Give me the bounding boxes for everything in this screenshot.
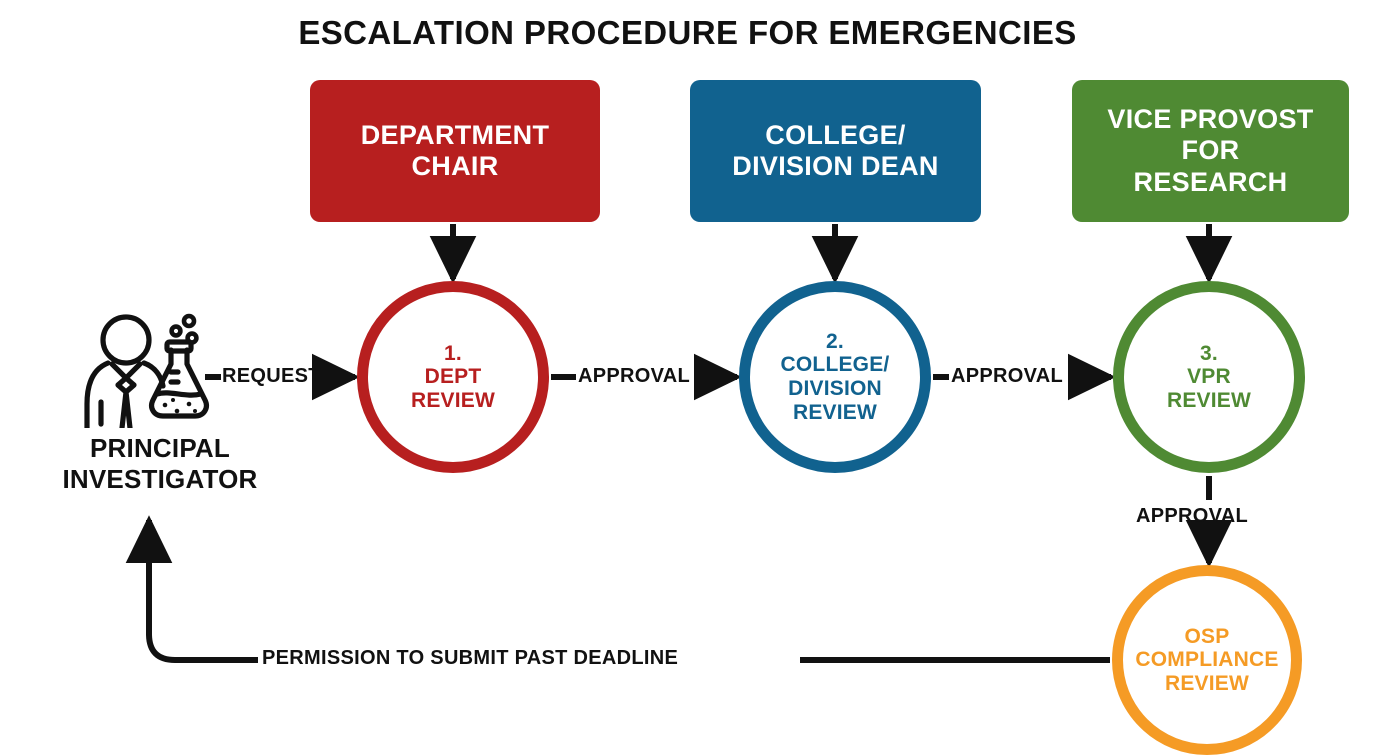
- review-circle-osp-compliance-review[interactable]: OSP COMPLIANCE REVIEW: [1112, 565, 1302, 755]
- review-circle-step: 3.: [1200, 341, 1218, 365]
- role-box-line2: DIVISION DEAN: [732, 151, 939, 181]
- connector-label-approval-3: APPROVAL: [1136, 505, 1249, 527]
- review-circle-vpr-review[interactable]: 3. VPR REVIEW: [1113, 281, 1305, 473]
- review-circle-dept-review[interactable]: 1. DEPT REVIEW: [357, 281, 549, 473]
- review-circle-line1: DEPT: [424, 365, 482, 389]
- review-circle-line2: REVIEW: [1166, 388, 1252, 412]
- review-circle-line3: REVIEW: [792, 400, 878, 424]
- review-circle-line1: OSP: [1184, 624, 1230, 648]
- pi-label-line1: PRINCIPAL: [90, 433, 230, 463]
- review-circle-line2: DIVISION: [788, 377, 882, 400]
- role-box-line3: RESEARCH: [1133, 166, 1288, 197]
- role-box-line1: COLLEGE/: [765, 119, 906, 150]
- review-circle-line1: COLLEGE/: [780, 353, 890, 377]
- connector-label-approval-2: APPROVAL: [951, 365, 1064, 387]
- role-box-college-division-dean[interactable]: COLLEGE/ DIVISION DEAN: [690, 80, 981, 222]
- review-circle-line3: REVIEW: [1164, 671, 1250, 695]
- pi-label-line2: INVESTIGATOR: [62, 463, 258, 494]
- review-circle-line2: REVIEW: [410, 388, 496, 412]
- review-circle-step: 2.: [826, 329, 844, 353]
- review-circle-college-division-review[interactable]: 2. COLLEGE/ DIVISION REVIEW: [739, 281, 931, 473]
- connector-label-approval-1: APPROVAL: [578, 365, 691, 387]
- role-box-line1: DEPARTMENT: [360, 119, 550, 150]
- review-circle-line2: COMPLIANCE: [1135, 648, 1279, 672]
- review-circle-step: 1.: [444, 341, 462, 365]
- role-box-department-chair[interactable]: DEPARTMENT CHAIR: [310, 80, 600, 222]
- principal-investigator-label: PRINCIPAL INVESTIGATOR: [10, 433, 310, 494]
- connector-label-request: REQUEST: [222, 365, 321, 387]
- scientist-with-flask-icon: [84, 313, 209, 428]
- connector-label-return-path: PERMISSION TO SUBMIT PAST DEADLINE: [262, 647, 679, 669]
- role-box-line1: VICE PROVOST: [1107, 104, 1314, 135]
- page-title: ESCALATION PROCEDURE FOR EMERGENCIES: [298, 14, 1077, 51]
- role-box-line2: CHAIR: [411, 151, 499, 181]
- role-box-vice-provost-for-research[interactable]: VICE PROVOST FOR RESEARCH: [1072, 80, 1349, 222]
- review-circle-line1: VPR: [1187, 365, 1231, 389]
- arrow-return-to-pi: [125, 515, 258, 663]
- role-box-line2: FOR: [1181, 135, 1240, 166]
